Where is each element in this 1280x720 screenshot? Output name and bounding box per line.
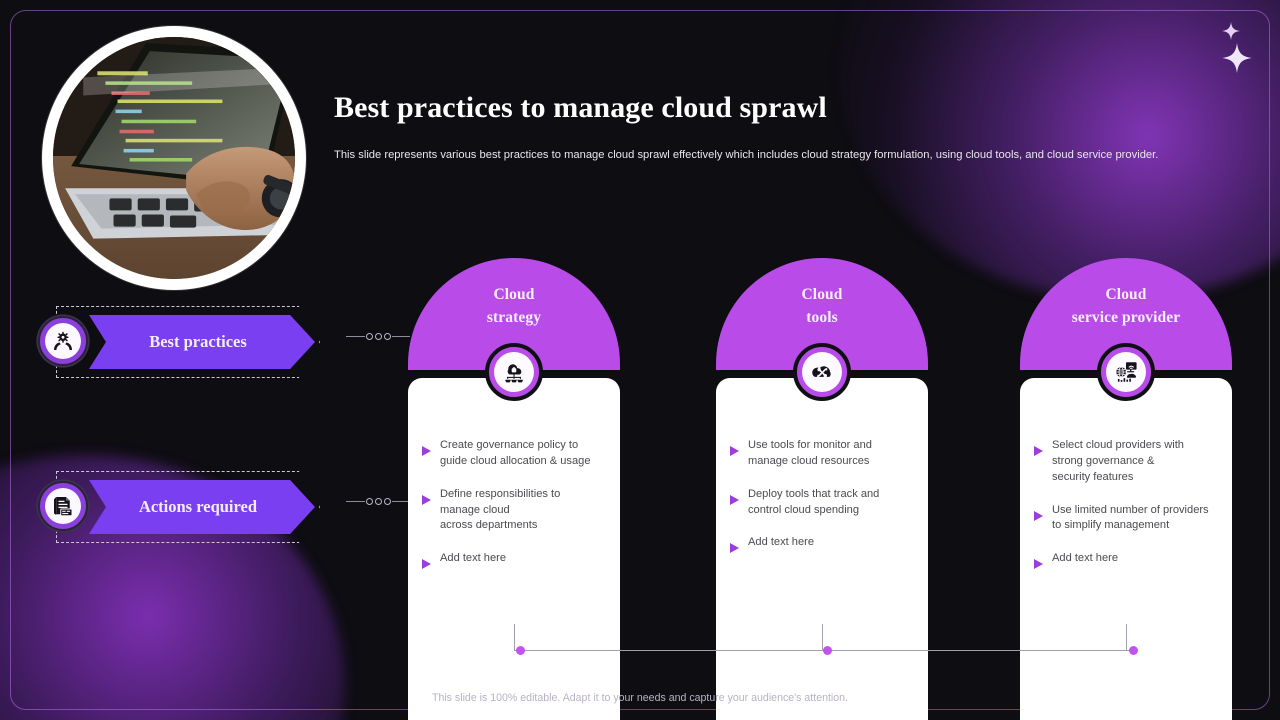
bullet-text: Define responsibilities to manage cloud …: [440, 487, 561, 532]
connector-node: [383, 497, 391, 505]
connector-line: [346, 500, 365, 502]
timeline-stem: [822, 624, 823, 650]
list-item: Add text here: [1034, 551, 1218, 570]
row-label-actions-required[interactable]: Actions required: [0, 467, 340, 547]
timeline-stem: [514, 624, 515, 650]
banner-chevron[interactable]: Actions required: [89, 480, 315, 534]
footer-note: This slide is 100% editable. Adapt it to…: [431, 692, 849, 704]
connector-node: [365, 332, 373, 340]
column-card: Select cloud providers with strong gover…: [1020, 378, 1232, 720]
list-item: Add text here: [730, 535, 914, 554]
column-title: Cloud strategy: [486, 286, 542, 326]
row-label-text: Actions required: [138, 497, 258, 516]
timeline-stem: [1126, 624, 1127, 650]
column-title: Cloud tools: [801, 286, 843, 326]
connector-node: [374, 497, 382, 505]
bullet-text: Use limited number of providers to simpl…: [1052, 503, 1209, 532]
hero-photo-frame: [42, 26, 306, 290]
triangle-bullet-icon: [422, 559, 431, 570]
avatar: [53, 37, 295, 279]
timeline-node: [1129, 646, 1138, 655]
bullet-list: Select cloud providers with strong gover…: [1034, 438, 1218, 570]
list-item: Select cloud providers with strong gover…: [1034, 438, 1218, 486]
list-item: Deploy tools that track and control clou…: [730, 487, 914, 519]
bullet-list: Create governance policy to guide cloud …: [422, 438, 606, 570]
bullet-text[interactable]: Add text here: [748, 536, 814, 549]
triangle-bullet-icon: [1034, 446, 1043, 456]
badge-actions-required: [38, 481, 88, 531]
bullet-text[interactable]: Add text here: [1052, 552, 1118, 565]
bullet-list: Use tools for monitor and manage cloud r…: [730, 438, 914, 554]
column-icon-badge: [1097, 343, 1155, 401]
list-item: Use tools for monitor and manage cloud r…: [730, 438, 914, 470]
connector-line: [346, 335, 365, 337]
timeline-node: [516, 646, 525, 655]
triangle-bullet-icon: [730, 446, 739, 456]
row-label-best-practices[interactable]: Best practices: [0, 302, 340, 382]
column-icon-badge: [485, 343, 543, 401]
connector-actions-required: [346, 495, 410, 507]
connector-node: [374, 332, 382, 340]
triangle-bullet-icon: [422, 494, 431, 505]
sparkle-small-icon: [1222, 22, 1240, 40]
cloud-lock-network-icon: [494, 352, 534, 392]
row-label-text: Best practices: [149, 332, 247, 351]
connector-node: [383, 332, 391, 340]
checklist-document-icon: [45, 488, 81, 524]
list-item: Define responsibilities to manage cloud …: [422, 487, 606, 535]
column-title: Cloud service provider: [1071, 286, 1181, 326]
cloud-tools-icon: [802, 352, 842, 392]
connector-node: [365, 497, 373, 505]
page-title: Best practices to manage cloud sprawl: [334, 91, 827, 124]
triangle-bullet-icon: [422, 446, 431, 456]
triangle-bullet-icon: [730, 494, 739, 505]
badge-best-practices: [38, 316, 88, 366]
list-item: Create governance policy to guide cloud …: [422, 438, 606, 470]
laptop-coding-photo: [53, 37, 295, 279]
bullet-text: Select cloud providers with strong gover…: [1052, 439, 1184, 483]
bullet-text: Use tools for monitor and manage cloud r…: [748, 439, 872, 467]
page-subtitle: This slide represents various best pract…: [334, 149, 1159, 161]
list-item: Add text here: [422, 551, 606, 570]
bullet-text: Create governance policy to guide cloud …: [440, 439, 591, 467]
sparkle-large-icon: [1222, 43, 1252, 73]
list-item: Use limited number of providers to simpl…: [1034, 503, 1218, 535]
banner-chevron[interactable]: Best practices: [89, 315, 315, 369]
triangle-bullet-icon: [730, 543, 739, 554]
bullet-text[interactable]: Add text here: [440, 552, 506, 565]
connector-line: [391, 335, 410, 337]
bullet-text: Deploy tools that track and control clou…: [748, 487, 880, 516]
connector-best-practices: [346, 330, 410, 342]
triangle-bullet-icon: [1034, 510, 1043, 521]
timeline-node: [823, 646, 832, 655]
column-card: Use tools for monitor and manage cloud r…: [716, 378, 928, 720]
column-icon-badge: [793, 343, 851, 401]
cloud-globe-server-icon: [1106, 352, 1146, 392]
hands-gear-icon: [45, 323, 81, 359]
column-card: Create governance policy to guide cloud …: [408, 378, 620, 720]
triangle-bullet-icon: [1034, 559, 1043, 570]
connector-line: [391, 500, 410, 502]
